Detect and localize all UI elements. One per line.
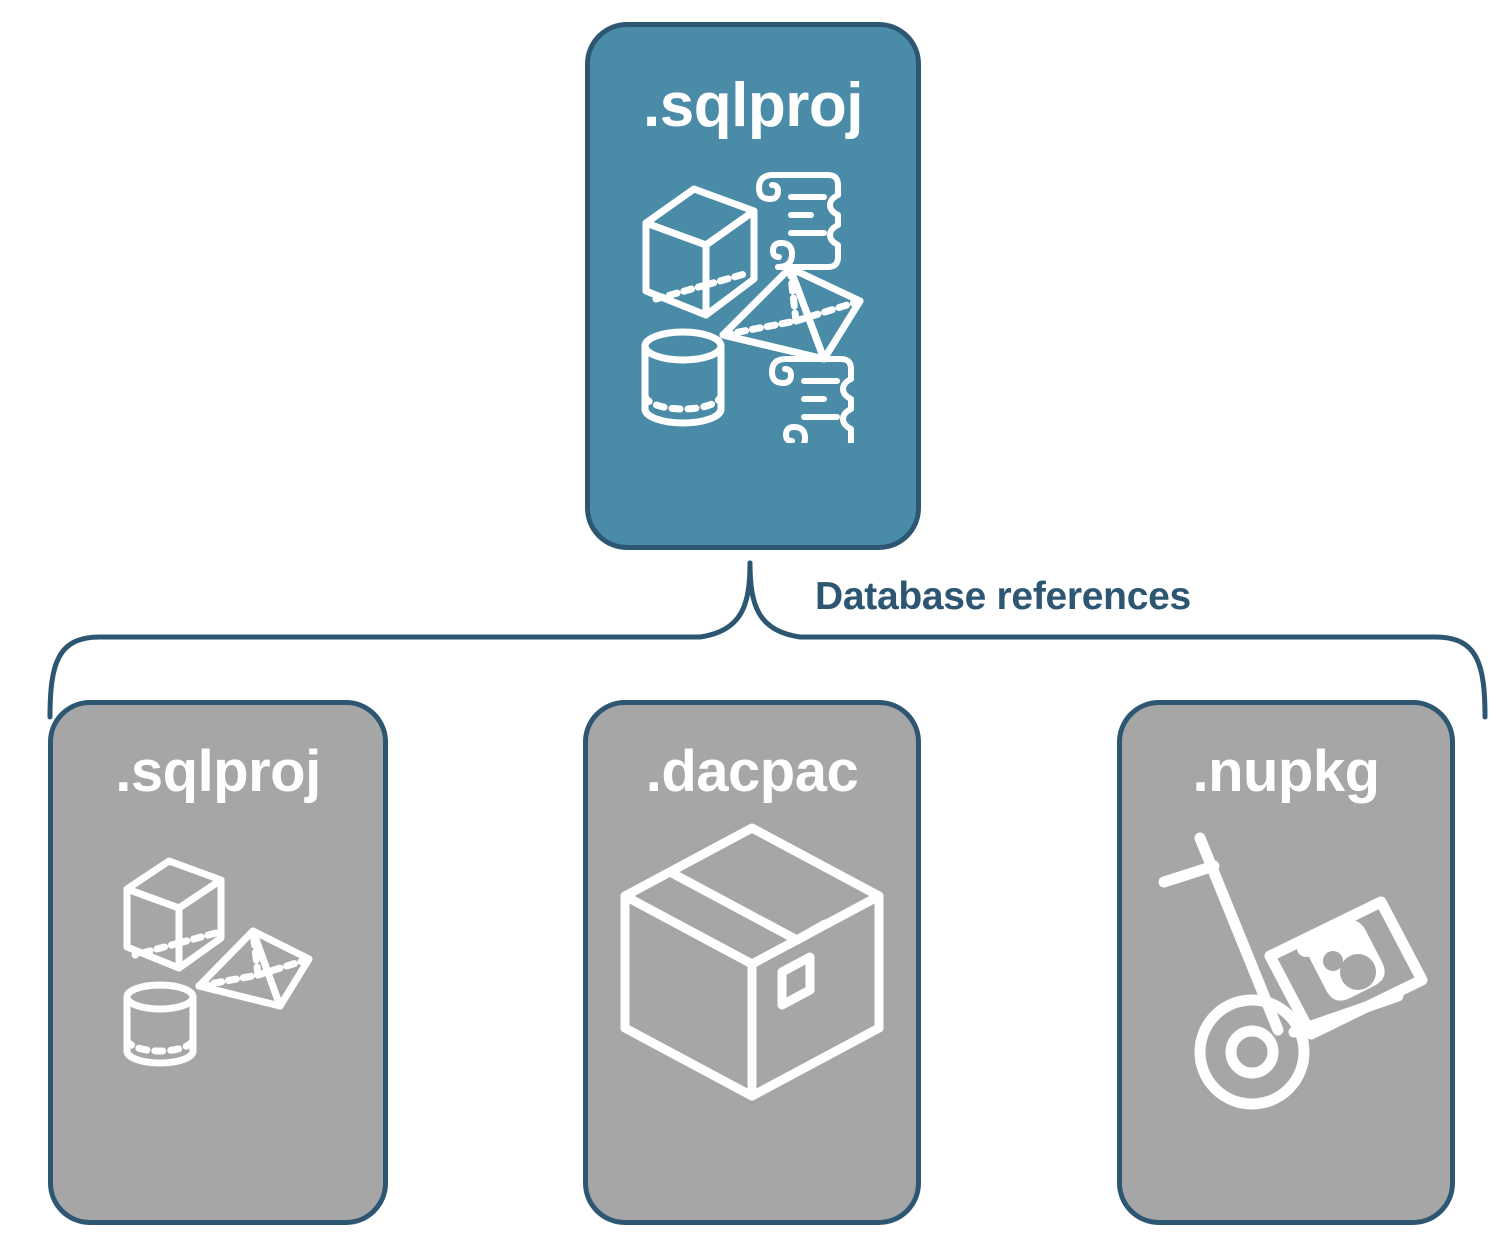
scroll-icon [769, 356, 854, 443]
reference-card-icon-group [588, 810, 916, 1110]
pyramid-icon [195, 927, 313, 1010]
reference-card-label: .nupkg [1192, 739, 1380, 804]
reference-card-sqlproj[interactable]: .sqlproj [48, 700, 388, 1225]
reference-card-dacpac[interactable]: .dacpac [583, 700, 921, 1225]
package-box-icon [620, 823, 884, 1101]
reference-card-icon-group [1122, 820, 1450, 1110]
cylinder-icon [641, 328, 725, 427]
root-card-label: .sqlproj [643, 71, 863, 140]
reference-card-nupkg[interactable]: .nupkg [1117, 700, 1455, 1225]
reference-card-label: .sqlproj [115, 739, 321, 804]
root-card-icon-group [590, 163, 916, 443]
cube-icon [123, 857, 225, 972]
database-references-brace [47, 560, 1488, 720]
cube-icon [642, 185, 758, 319]
pyramid-icon [719, 264, 864, 363]
root-card-sqlproj[interactable]: .sqlproj [585, 22, 921, 550]
scroll-icon [756, 172, 841, 270]
database-references-label: Database references [815, 575, 1191, 618]
hand-truck-nuget-icon [1158, 832, 1428, 1110]
reference-card-icon-group [53, 845, 383, 1075]
reference-card-label: .dacpac [645, 739, 859, 804]
cylinder-icon [123, 981, 197, 1067]
